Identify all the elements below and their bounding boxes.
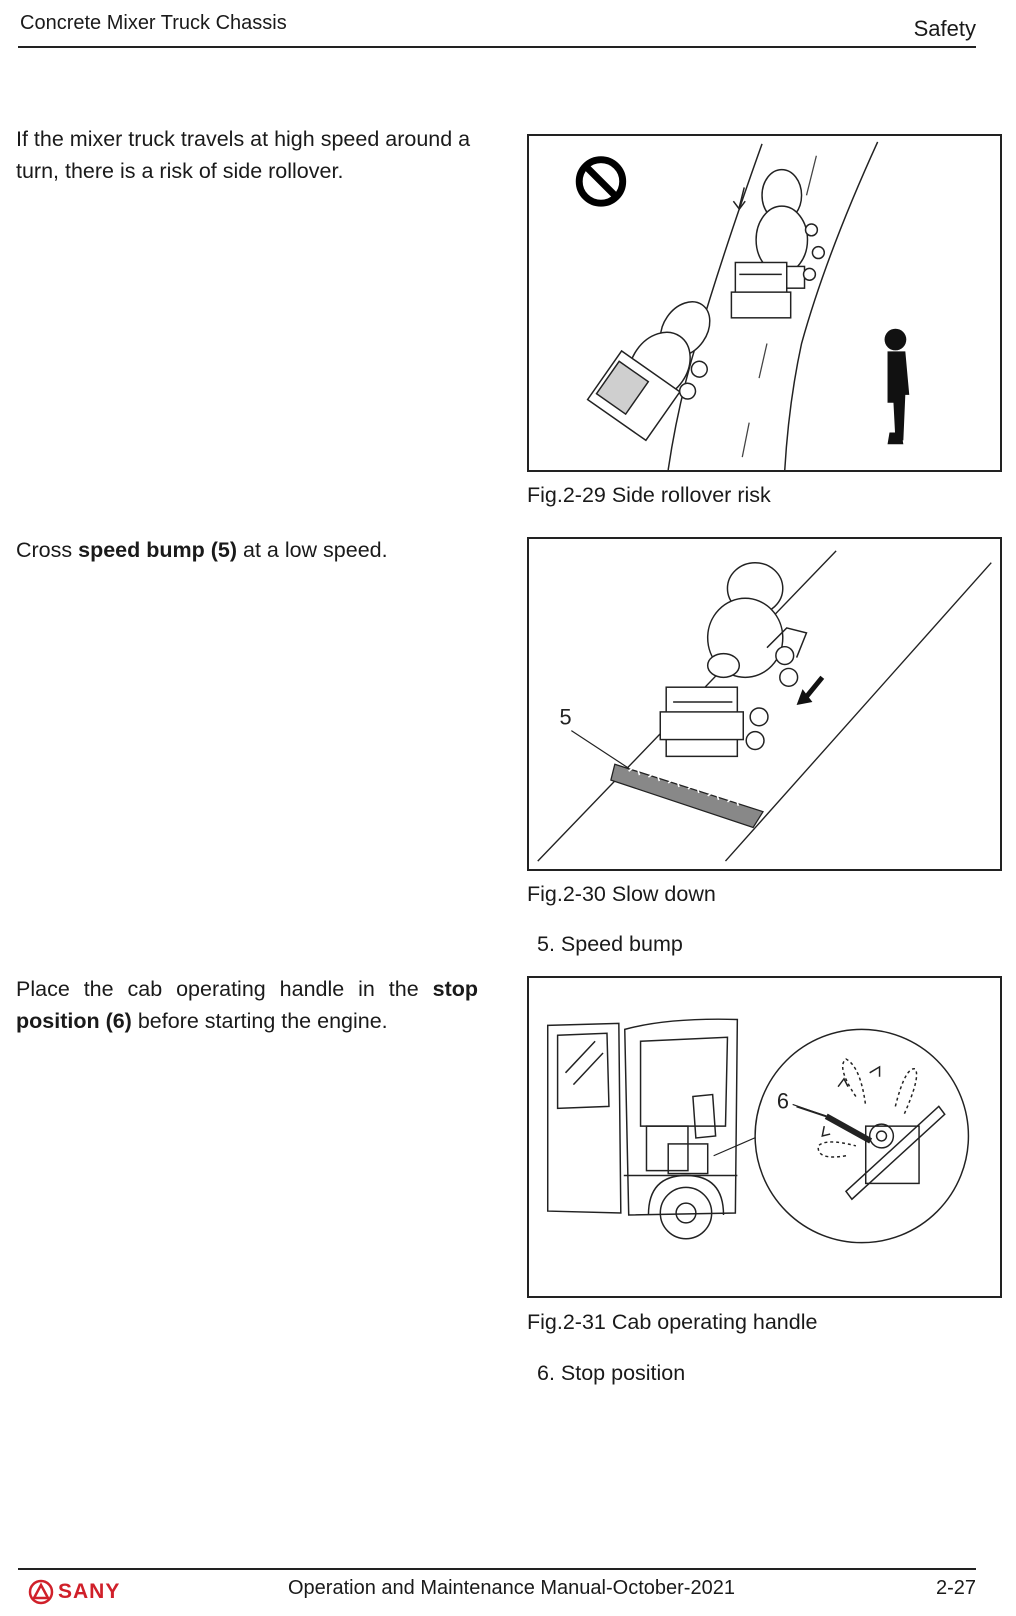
prohibition-icon [575,156,627,207]
running-header-title: Concrete Mixer Truck Chassis [20,12,287,34]
speed-bump-strip [610,763,765,829]
callout-number-6: 6 [777,1088,789,1113]
page-number: 2-27 [935,1577,976,1599]
cab-handle-illustration: 6 [546,1018,970,1244]
truck-cab [546,1018,739,1240]
mixer-truck-upright [730,168,826,319]
figure-caption-2-30: Fig.2-30 Slow down [527,882,716,906]
sany-logo-text: SANY [58,1580,121,1603]
figure-caption-2-31: Fig.2-31 Cab operating handle [527,1310,818,1334]
figure-side-rollover [527,134,1002,472]
speed-bump-illustration: 5 [537,550,992,862]
mixer-truck-tipping [586,301,711,442]
side-rollover-illustration [575,141,910,470]
paragraph-cab-handle: Place the cab operating handle in the st… [16,977,478,1033]
mixer-truck [659,561,808,758]
legend-stop-position: 6. Stop position [537,1361,686,1385]
paragraph-speed-bump: Cross speed bump (5) at a low speed. [16,538,388,562]
sany-logo: SANY [28,1578,120,1606]
figure-caption-2-29: Fig.2-29 Side rollover risk [527,483,771,507]
figure-cab-handle: 6 [527,976,1002,1298]
pedestrian-figure [884,328,910,445]
callout-number-5: 5 [559,705,571,730]
footer-manual-title: Operation and Maintenance Manual-October… [288,1577,735,1599]
header-divider [18,46,976,48]
sany-logo-icon [28,1579,54,1605]
legend-speed-bump: 5. Speed bump [537,932,683,956]
figure-slow-down: 5 [527,537,1002,871]
paragraph-rollover: If the mixer truck travels at high speed… [16,127,471,183]
running-header-section: Safety [913,16,976,41]
footer-divider [18,1568,976,1570]
